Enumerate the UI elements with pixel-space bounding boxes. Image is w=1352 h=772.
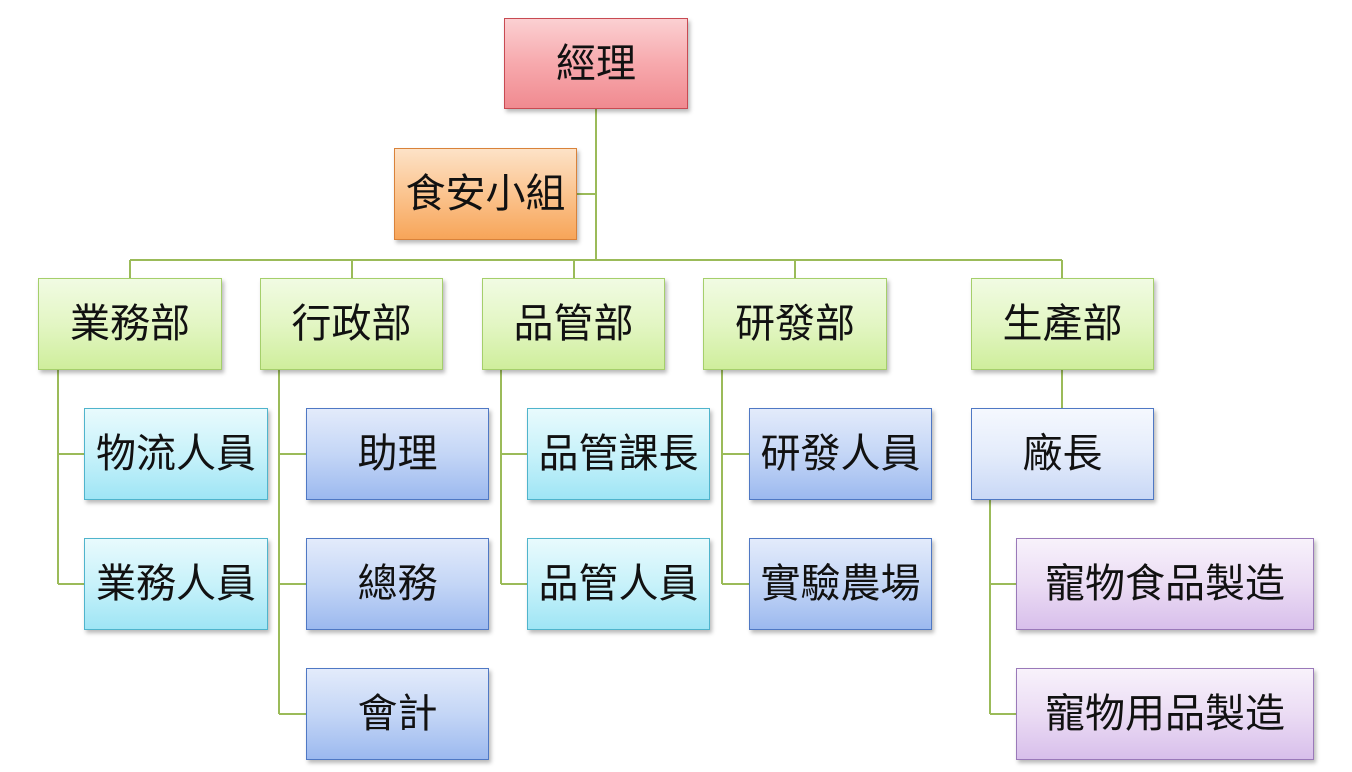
node-admin-general-affairs: 總務	[306, 538, 489, 630]
node-dept-admin: 行政部	[260, 278, 443, 370]
node-dept-production: 生產部	[971, 278, 1154, 370]
node-sales-staff: 業務人員	[84, 538, 268, 630]
node-production-pet-supplies: 寵物用品製造	[1016, 668, 1314, 760]
node-dept-rd: 研發部	[703, 278, 887, 370]
node-rd-staff: 研發人員	[749, 408, 932, 500]
node-production-plant-manager: 廠長	[971, 408, 1154, 500]
node-dept-qc: 品管部	[482, 278, 665, 370]
node-manager: 經理	[504, 18, 688, 109]
node-food-safety-team: 食安小組	[394, 148, 577, 240]
node-dept-sales: 業務部	[38, 278, 222, 370]
node-admin-assistant: 助理	[306, 408, 489, 500]
node-qc-section-chief: 品管課長	[527, 408, 710, 500]
node-admin-accounting: 會計	[306, 668, 489, 760]
node-rd-experimental-farm: 實驗農場	[749, 538, 932, 630]
node-qc-staff: 品管人員	[527, 538, 710, 630]
node-production-pet-food: 寵物食品製造	[1016, 538, 1314, 630]
node-sales-logistics-staff: 物流人員	[84, 408, 268, 500]
